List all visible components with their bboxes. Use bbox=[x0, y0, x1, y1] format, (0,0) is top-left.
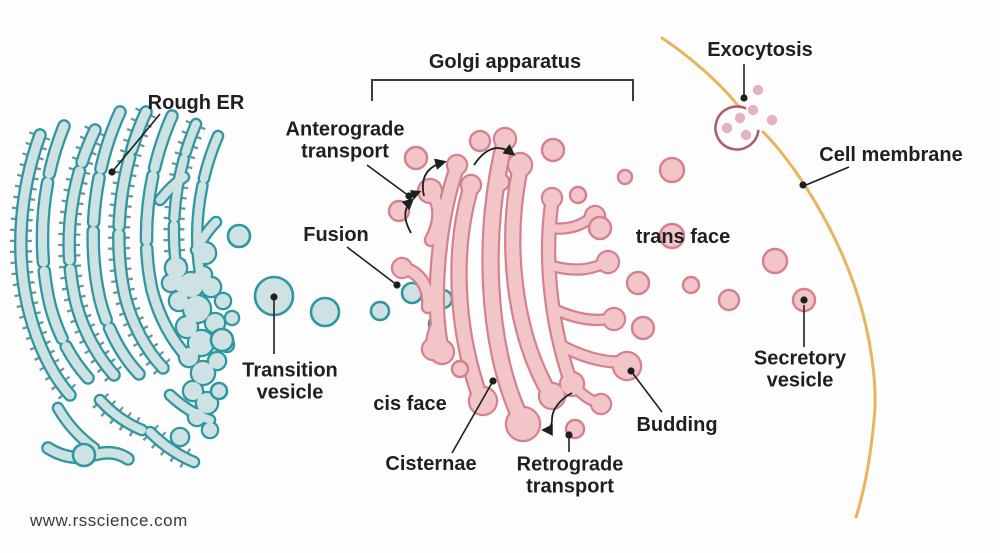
secreted-dot bbox=[721, 122, 733, 134]
fusion-arrow bbox=[401, 198, 415, 234]
secreted-dot bbox=[747, 104, 759, 116]
pointer-lines bbox=[108, 64, 850, 454]
transition-vesicle bbox=[369, 300, 391, 322]
golgi-vesicle bbox=[450, 359, 470, 379]
rough-er-shape bbox=[9, 105, 241, 472]
label-cell-membrane: Cell membrane bbox=[819, 143, 963, 166]
label-retrograde-transport: Retrograde transport bbox=[516, 453, 624, 498]
anterograde-arrow-1 bbox=[422, 158, 447, 197]
exocytosis-vesicle bbox=[714, 84, 778, 151]
secreted-dot bbox=[752, 84, 764, 96]
golgi-vesicle bbox=[616, 168, 634, 186]
transition-vesicle bbox=[71, 442, 97, 468]
golgi-apparatus-shape bbox=[390, 126, 643, 443]
transition-vesicle bbox=[209, 327, 235, 353]
transition-vesicle bbox=[226, 223, 252, 249]
golgi-vesicle bbox=[468, 129, 492, 153]
golgi-vesicle bbox=[587, 215, 613, 241]
label-transition-vesicle: Transition vesicle bbox=[242, 359, 338, 404]
label-fusion: Fusion bbox=[303, 223, 369, 246]
transition-vesicle bbox=[209, 381, 229, 401]
transport-arrows bbox=[401, 144, 573, 436]
label-trans-face: trans face bbox=[635, 225, 731, 248]
secreted-dot bbox=[740, 129, 752, 141]
secretory-vesicles bbox=[387, 129, 789, 440]
label-anterograde-transport: Anterograde transport bbox=[285, 118, 405, 163]
label-golgi-apparatus: Golgi apparatus bbox=[428, 50, 582, 73]
label-cisternae: Cisternae bbox=[385, 452, 477, 475]
golgi-bracket bbox=[371, 79, 634, 101]
secreted-dot bbox=[766, 114, 778, 126]
label-budding: Budding bbox=[636, 413, 718, 436]
label-exocytosis: Exocytosis bbox=[707, 38, 813, 61]
label-cis-face: cis face bbox=[373, 392, 447, 415]
golgi-vesicle bbox=[658, 222, 686, 250]
golgi-vesicle bbox=[658, 156, 686, 184]
golgi-vesicle bbox=[630, 315, 656, 341]
retrograde-arrow bbox=[541, 392, 573, 436]
golgi-vesicle bbox=[717, 288, 741, 312]
golgi-vesicle bbox=[681, 275, 701, 295]
anterograde-arrow-2 bbox=[473, 144, 516, 166]
secreted-dot bbox=[734, 112, 746, 124]
golgi-vesicle bbox=[761, 247, 789, 275]
golgi-vesicle bbox=[403, 145, 429, 171]
golgi-vesicle bbox=[540, 137, 566, 163]
label-secretory-vesicle: Secretory vesicle bbox=[753, 347, 847, 392]
golgi-vesicle bbox=[568, 185, 588, 205]
label-rough-er: Rough ER bbox=[147, 91, 245, 114]
golgi-vesicle bbox=[625, 270, 651, 296]
transition-vesicle bbox=[309, 296, 341, 328]
watermark: www.rsscience.com bbox=[30, 511, 188, 530]
